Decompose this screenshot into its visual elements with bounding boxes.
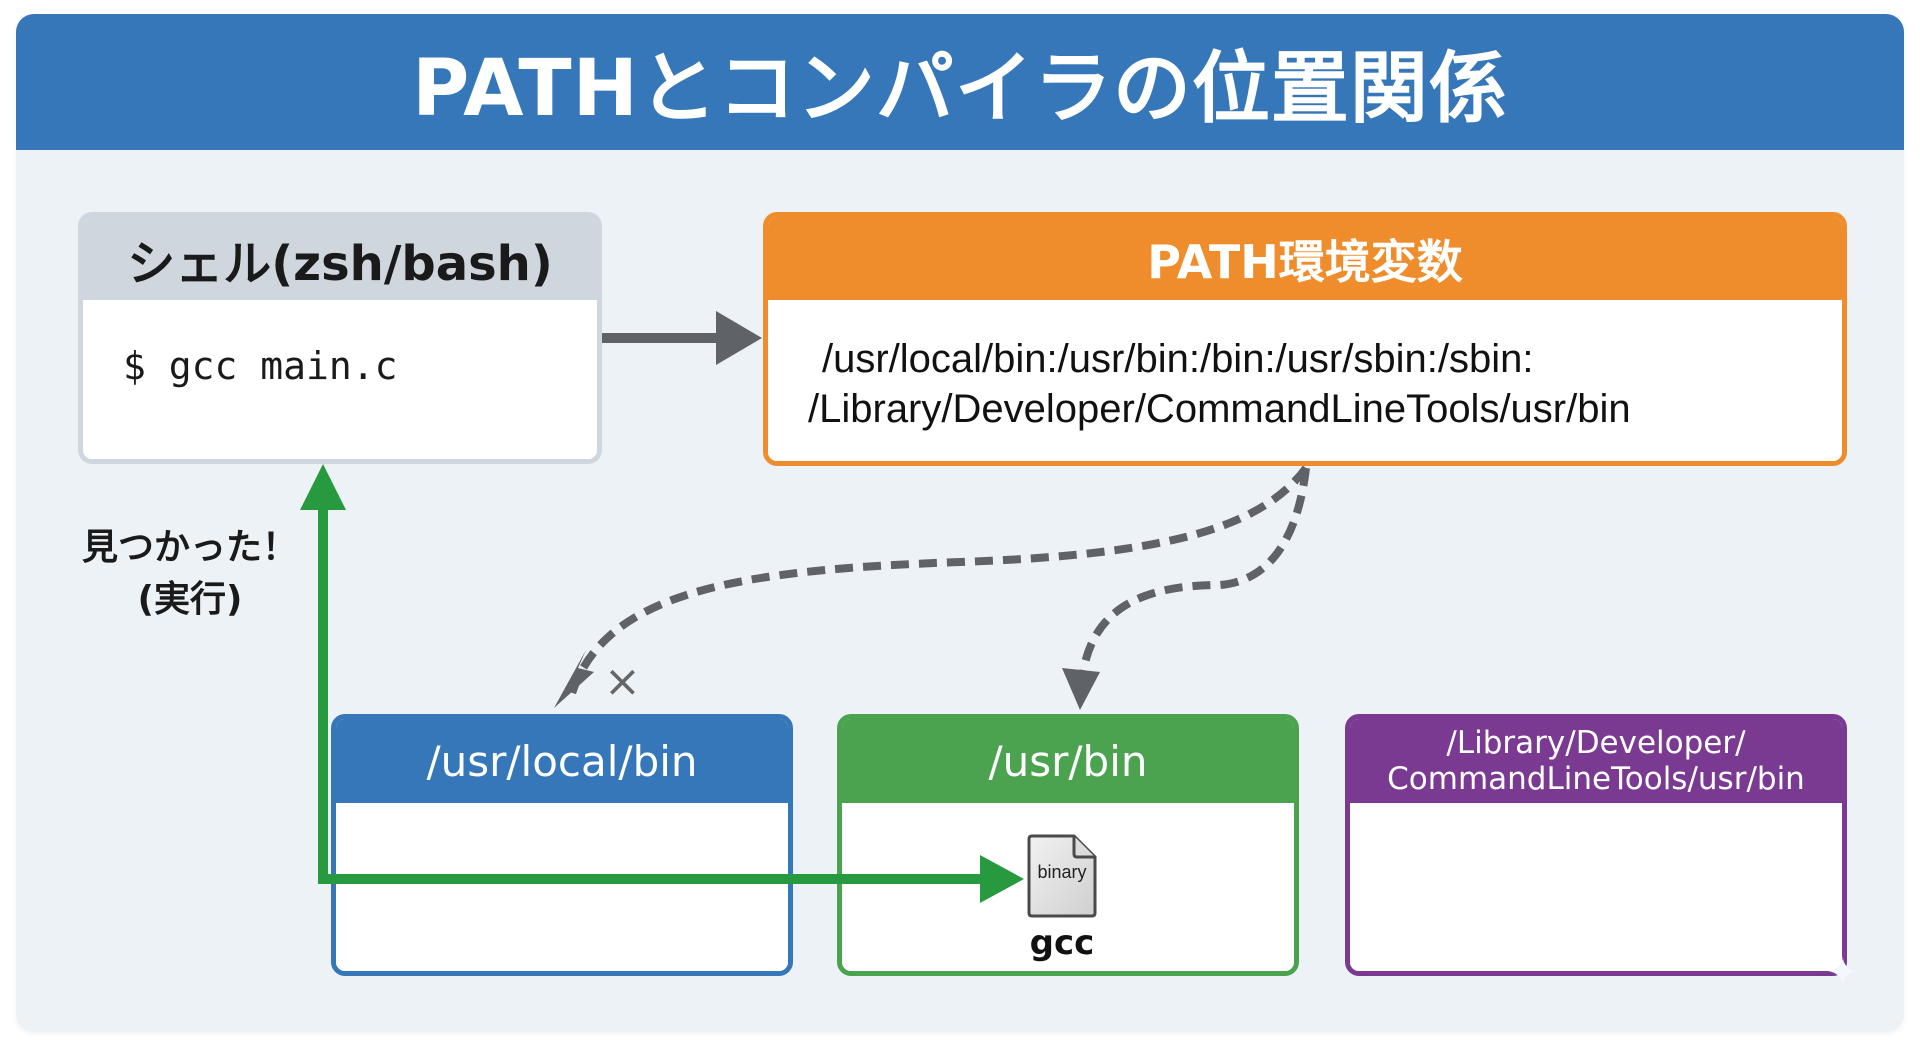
dir-heading-line-1: /Library/Developer/ [1446, 725, 1746, 761]
title-bar: PATHとコンパイラの位置関係 [16, 14, 1904, 150]
dir-heading-usr-local-bin: /usr/local/bin [336, 719, 788, 803]
path-env-box: PATH環境変数 /usr/local/bin:/usr/bin:/bin:/u… [763, 212, 1847, 466]
shell-command: $ gcc main.c [123, 344, 398, 388]
binary-file-icon-label: binary [1037, 862, 1087, 882]
path-env-heading: PATH環境変数 [768, 217, 1842, 300]
diagram-title: PATHとコンパイラの位置関係 [412, 44, 1508, 134]
not-found-mark: × [604, 656, 641, 707]
path-env-value: /usr/local/bin:/usr/bin:/bin:/usr/sbin:/… [808, 334, 1822, 434]
found-label-line-1: 見つかった！ [81, 527, 298, 568]
dir-body-commandlinetools [1350, 803, 1842, 971]
path-env-line-1: /usr/local/bin:/usr/bin:/bin:/usr/sbin:/… [822, 337, 1534, 381]
dir-box-usr-bin: /usr/bin binary gcc [837, 714, 1299, 976]
dir-heading-commandlinetools: /Library/Developer/ CommandLineTools/usr… [1350, 719, 1842, 803]
shell-body: $ gcc main.c [83, 300, 597, 459]
dir-heading-usr-bin: /usr/bin [842, 719, 1294, 803]
dir-body-usr-local-bin [336, 803, 788, 971]
sparkle-icon: ✦ [1826, 951, 1860, 995]
dir-box-commandlinetools: /Library/Developer/ CommandLineTools/usr… [1345, 714, 1847, 976]
path-env-line-2: /Library/Developer/CommandLineTools/usr/… [808, 387, 1631, 431]
binary-file-icon [1027, 834, 1097, 918]
dir-heading-line-2: CommandLineTools/usr/bin [1387, 761, 1805, 797]
shell-heading: シェル(zsh/bash) [83, 217, 597, 300]
path-env-body: /usr/local/bin:/usr/bin:/bin:/usr/sbin:/… [768, 300, 1842, 461]
gcc-file-name: gcc [1029, 923, 1095, 963]
found-label-line-2: (実行) [137, 579, 243, 620]
dir-box-usr-local-bin: /usr/local/bin [331, 714, 793, 976]
dir-body-usr-bin: binary gcc [842, 803, 1294, 971]
found-label: 見つかった！ (実行) [70, 522, 310, 626]
shell-box: シェル(zsh/bash) $ gcc main.c [78, 212, 602, 464]
